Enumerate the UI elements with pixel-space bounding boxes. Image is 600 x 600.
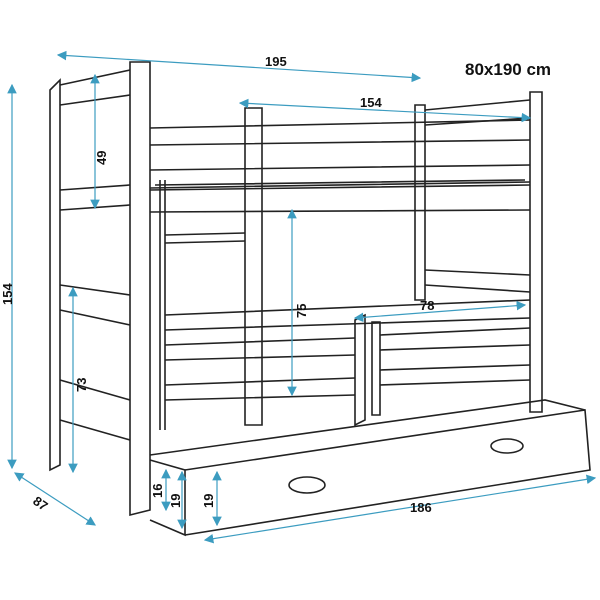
dim-total-height: 154 xyxy=(0,283,15,305)
dim-rail-height: 49 xyxy=(94,151,109,165)
dim-lower-rail-length: 78 xyxy=(420,298,434,313)
dim-lower-clearance: 75 xyxy=(294,304,309,318)
dim-drawer-front-height: 19 xyxy=(201,494,216,508)
dim-inner-length: 154 xyxy=(360,95,382,110)
dim-depth: 87 xyxy=(30,493,50,514)
dim-drawer-clearance: 16 xyxy=(150,484,165,498)
dim-drawer-length: 186 xyxy=(410,500,432,515)
dim-drawer-side-height: 19 xyxy=(168,494,183,508)
size-title: 80x190 cm xyxy=(465,60,551,79)
dim-overall-length: 195 xyxy=(265,54,287,69)
bed-frame xyxy=(49,61,591,537)
dimension-lines xyxy=(7,50,597,544)
dim-lower-side-height: 73 xyxy=(74,378,89,392)
